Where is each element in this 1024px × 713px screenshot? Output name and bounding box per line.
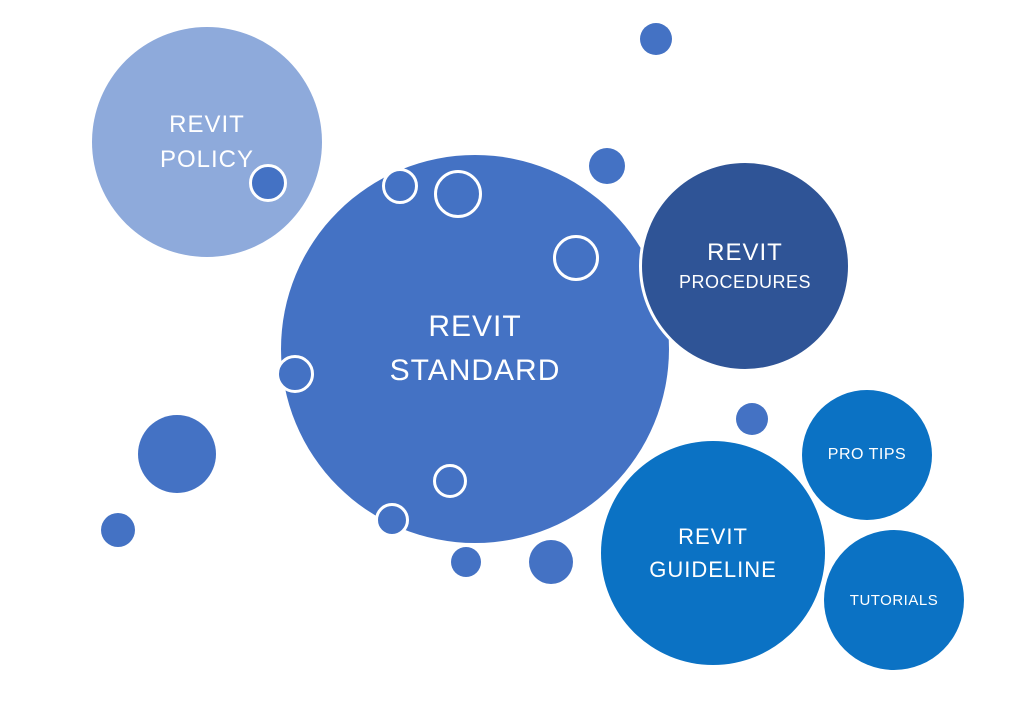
decor-outlined-circle-1 xyxy=(382,168,418,204)
bubble-revit-standard: REVIT STANDARD xyxy=(281,155,669,543)
bubble-pro-tips-label: PRO TIPS xyxy=(828,446,906,464)
bubble-revit-standard-label: REVIT STANDARD xyxy=(390,305,561,393)
bubble-pro-tips: PRO TIPS xyxy=(802,390,932,520)
bubble-label-line: PRO TIPS xyxy=(827,446,907,463)
bubble-revit-policy: REVIT POLICY xyxy=(92,27,322,257)
bubble-label-line: STANDARD xyxy=(389,354,561,387)
decor-outlined-circle-4 xyxy=(276,355,314,393)
decor-outlined-circle-6 xyxy=(375,503,409,537)
bubble-label-line: TUTORIALS xyxy=(849,591,939,609)
decor-outlined-circle-3 xyxy=(553,235,599,281)
bubble-tutorials: TUTORIALS xyxy=(824,530,964,670)
bubble-label-line: REVIT xyxy=(169,111,245,138)
bubble-revit-procedures: REVIT PROCEDURES xyxy=(639,160,851,372)
decor-dot-right-small xyxy=(736,403,768,435)
bubble-revit-guideline-label: REVIT GUIDELINE xyxy=(649,520,777,586)
bubble-label-line: REVIT xyxy=(428,310,522,343)
decor-dot-bottom-medium xyxy=(529,540,573,584)
decor-ringed-dot-policy xyxy=(249,164,287,202)
decor-dot-left-small xyxy=(101,513,135,547)
bubble-label-line: POLICY xyxy=(159,146,255,173)
decor-outlined-circle-2 xyxy=(434,170,482,218)
decor-outlined-circle-5 xyxy=(433,464,467,498)
decor-dot-upper-middle xyxy=(589,148,625,184)
bubble-label-line: PROCEDURES xyxy=(678,272,812,292)
bubble-label-line: GUIDELINE xyxy=(649,557,777,582)
bubble-revit-procedures-label: REVIT PROCEDURES xyxy=(679,237,811,295)
decor-dot-top xyxy=(640,23,672,55)
bubble-tutorials-label: TUTORIALS xyxy=(850,592,938,609)
decor-dot-left-large xyxy=(138,415,216,493)
bubble-label-line: REVIT xyxy=(678,524,748,549)
bubble-label-line: REVIT xyxy=(707,239,783,266)
bubble-revit-policy-label: REVIT POLICY xyxy=(160,107,254,177)
bubble-revit-guideline: REVIT GUIDELINE xyxy=(601,441,825,665)
decor-dot-bottom-small xyxy=(451,547,481,577)
